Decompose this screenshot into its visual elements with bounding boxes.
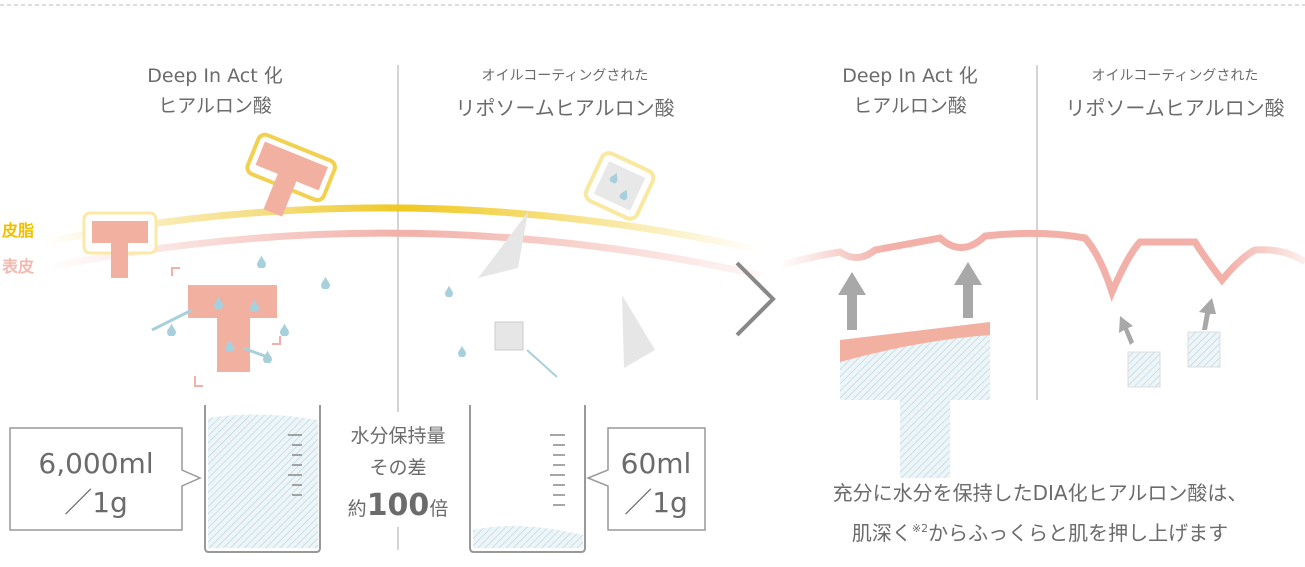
panel-title-line1: オイルコーティングされた: [1092, 68, 1259, 84]
panel-title-line1: オイルコーティングされた: [482, 68, 649, 84]
chevron-right-icon: [735, 261, 776, 337]
liposome-small: [1187, 331, 1221, 368]
water-capacity-right: 60ml: [621, 447, 692, 480]
liposome-fragment: [622, 295, 655, 368]
liposome-small: [1127, 351, 1161, 388]
dia-molecule-sebum: [245, 132, 337, 217]
callout-left: [9, 427, 202, 531]
caption-line1: 充分に水分を保持したDIA化ヒアルロン酸は、: [833, 481, 1248, 505]
panel-title-line1: Deep In Act 化: [842, 65, 977, 87]
epidermis-label: 表皮: [1, 257, 34, 276]
caption-line2: 肌深く※2からふっくらと肌を押し上げます: [852, 521, 1228, 545]
comparison-subheading: その差: [369, 457, 426, 479]
liposome-sebum: [583, 151, 656, 221]
panel-title-line2: リポソームヒアルロン酸: [455, 96, 674, 120]
dia-molecule-surface: [82, 211, 158, 278]
water-capacity-left-unit: ／1g: [64, 486, 128, 519]
skin-surface: [779, 229, 1305, 302]
beaker-left: [204, 405, 321, 553]
comparison-heading: 水分保持量: [350, 425, 445, 447]
liposome-fragment: [478, 212, 528, 278]
liposome-small: [494, 321, 524, 351]
callout-right: [585, 427, 706, 531]
push-up-arrow-icons: [838, 262, 1216, 345]
panel-title-line2: ヒアルロン酸: [158, 95, 272, 117]
sebum-label: 皮脂: [1, 221, 34, 240]
beaker-right: [469, 405, 586, 553]
panel-title-line2: ヒアルロン酸: [853, 95, 967, 117]
water-capacity-right-unit: ／1g: [624, 486, 688, 519]
comparison-ratio: 約100倍: [348, 488, 449, 523]
comparison-backdrop: [332, 412, 464, 527]
panel-title-line1: Deep In Act 化: [147, 65, 282, 87]
water-capacity-left: 6,000ml: [38, 447, 153, 480]
panel-title-line2: リポソームヒアルロン酸: [1065, 96, 1284, 120]
dia-molecule-swollen: [840, 322, 990, 478]
water-arrow: [526, 349, 558, 378]
